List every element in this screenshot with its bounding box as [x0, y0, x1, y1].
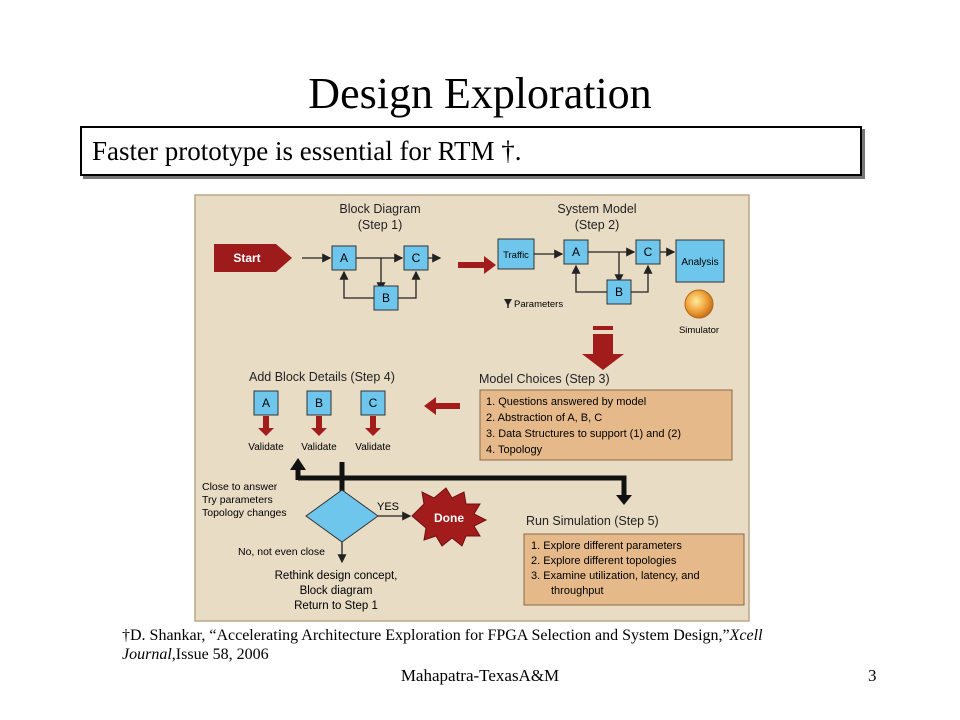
step2-loop-left	[571, 264, 607, 293]
rethink-line-2: Block diagram	[300, 585, 373, 597]
step2-block-a-label: A	[572, 245, 580, 259]
start-arrow-shape	[214, 244, 292, 272]
analysis-label: Analysis	[681, 257, 718, 268]
decision-yes-label: YES	[377, 501, 399, 513]
design-flow-diagram: Block Diagram (Step 1) Start A C B Syste…	[194, 194, 750, 622]
validate-arrow-b	[311, 416, 327, 436]
step3-item-2: 2. Abstraction of A, B, C	[486, 412, 602, 424]
step2-title: System Model	[557, 202, 636, 216]
step3-item-3: 3. Data Structures to support (1) and (2…	[486, 428, 681, 440]
step4-block-a	[253, 390, 279, 416]
arrow-step3-to-step4	[424, 397, 460, 415]
arrow-step2-to-step3	[582, 334, 624, 370]
start-label: Start	[233, 251, 260, 265]
footer: Mahapatra-TexasA&M	[400, 666, 560, 685]
simulator-label: Simulator	[679, 325, 719, 336]
step2-subtitle: (Step 2)	[575, 218, 619, 232]
traffic-block	[497, 238, 535, 270]
flow-to-step5-head	[616, 495, 632, 505]
analysis-block	[675, 239, 725, 283]
validate-arrow-a	[258, 416, 274, 436]
parameters-label: Parameters	[514, 299, 563, 310]
validate-label-b: Validate	[301, 442, 337, 453]
simulator-icon	[684, 289, 714, 319]
citation: †D. Shankar, “Accelerating Architecture …	[122, 626, 822, 664]
step2-block-b-label: B	[615, 285, 623, 299]
traffic-label: Traffic	[503, 250, 529, 261]
citation-suffix: Issue 58, 2006	[175, 646, 269, 663]
feedback-line-2: Try parameters	[202, 494, 273, 506]
rethink-line-3: Return to Step 1	[294, 600, 378, 612]
citation-prefix: †D. Shankar, “Accelerating Architecture …	[122, 627, 730, 644]
subtitle-text: Faster prototype is essential for RTM †.	[92, 136, 522, 166]
step4-block-b	[306, 390, 332, 416]
step5-item-2: 2. Explore different topologies	[531, 555, 677, 567]
step1-title: Block Diagram	[339, 202, 420, 216]
step3-panel	[479, 389, 733, 461]
validate-label-c: Validate	[355, 442, 391, 453]
feedback-loop-head	[290, 458, 306, 470]
validate-arrow-c	[365, 416, 381, 436]
arrow-step2-to-step3-cap	[593, 326, 613, 330]
step1-block-c	[403, 245, 429, 271]
step5-item-3-cont: throughput	[551, 585, 604, 597]
done-starburst	[411, 487, 488, 547]
step2-block-c-label: C	[644, 245, 653, 259]
step5-title: Run Simulation (Step 5)	[526, 514, 659, 528]
step1-block-a-label: A	[340, 251, 348, 265]
step2-block-c	[635, 239, 661, 265]
step1-loop-left	[339, 270, 374, 299]
step4-title: Add Block Details (Step 4)	[249, 370, 395, 384]
step2-loop-right	[631, 264, 653, 293]
feedback-line-1: Close to answer	[202, 481, 278, 493]
step5-item-1: 1. Explore different parameters	[531, 540, 682, 552]
step3-item-1: 1. Questions answered by model	[486, 396, 646, 408]
arrow-step1-to-step2	[458, 256, 496, 274]
subtitle-box: Faster prototype is essential for RTM †.	[80, 126, 862, 176]
rethink-line-1: Rethink design concept,	[275, 570, 398, 582]
validate-label-a: Validate	[248, 442, 284, 453]
page-number: 3	[868, 666, 877, 685]
citation-journal: Xcell Journal,	[122, 627, 763, 663]
step3-title: Model Choices (Step 3)	[479, 372, 610, 386]
step4-block-b-label: B	[315, 396, 323, 410]
done-label: Done	[434, 511, 464, 525]
step1-block-b-label: B	[382, 291, 390, 305]
decision-no-label: No, not even close	[238, 546, 325, 558]
step1-subtitle: (Step 1)	[358, 218, 402, 232]
flow-to-step5	[342, 475, 627, 497]
step1-block-a	[331, 245, 357, 271]
slide-title: Design Exploration	[308, 69, 652, 118]
step1-block-c-label: C	[412, 251, 421, 265]
step4-block-c	[360, 390, 386, 416]
step3-item-4: 4. Topology	[486, 444, 543, 456]
feedback-line-3: Topology changes	[202, 507, 287, 519]
step5-panel	[523, 533, 745, 606]
step4-block-a-label: A	[262, 396, 270, 410]
step1-loop-right	[398, 270, 421, 299]
step5-item-3: 3. Examine utilization, latency, and	[531, 570, 700, 582]
step4-block-c-label: C	[369, 396, 378, 410]
